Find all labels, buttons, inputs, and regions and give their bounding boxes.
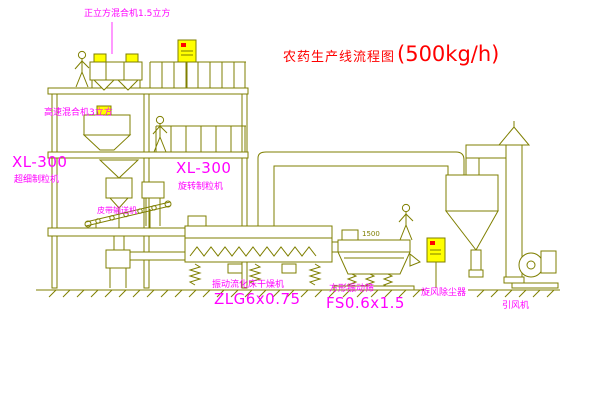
fluid-bed-dryer [184,215,333,286]
person-figure [398,203,414,241]
label-cyclone: 旋风除尘器 [421,288,467,298]
label-dryer-model: ZLG6x0.75 [214,290,301,308]
label-fan: 引风机 [502,301,530,311]
label-sieve-name: 方形振动筛 [329,284,375,294]
cyclone-separator [444,144,507,278]
diagram-title: 农药生产线流程图 (500kg/h) [283,44,499,65]
granulator-left [98,159,140,228]
vibrating-sieve [331,229,421,291]
high-speed-mixer [82,105,132,151]
title-text: 农药生产线流程图 [283,50,396,65]
exhaust-stack [497,121,531,284]
label-dryer-name: 振动流化床干燥机 [212,280,285,290]
exhaust-duct [257,151,465,226]
control-panel-2 [426,237,446,288]
label-cube-mixer: 正立方混合机1.5立方 [84,9,171,19]
label-granulator-right-model: XL-300 [176,159,232,177]
label-belt-conveyor: 皮带输送机 [97,206,137,215]
label-hs-mixer: 高速混合机3立方 [44,108,113,118]
label-granulator-left-model: XL-300 [12,153,68,171]
control-panel [177,39,197,88]
cube-mixer [89,22,143,91]
induced-draft-fan [511,250,559,289]
person-figure [74,50,90,88]
title-capacity: (500kg/h) [397,42,500,66]
label-dimension-1500: 1500 [362,230,380,238]
label-granulator-right-name: 旋转制粒机 [178,182,224,192]
person-figure [152,115,168,153]
label-sieve-model: FS0.6x1.5 [326,294,405,312]
belt-conveyor [84,200,172,228]
label-granulator-left-name: 超细制粒机 [14,175,60,185]
